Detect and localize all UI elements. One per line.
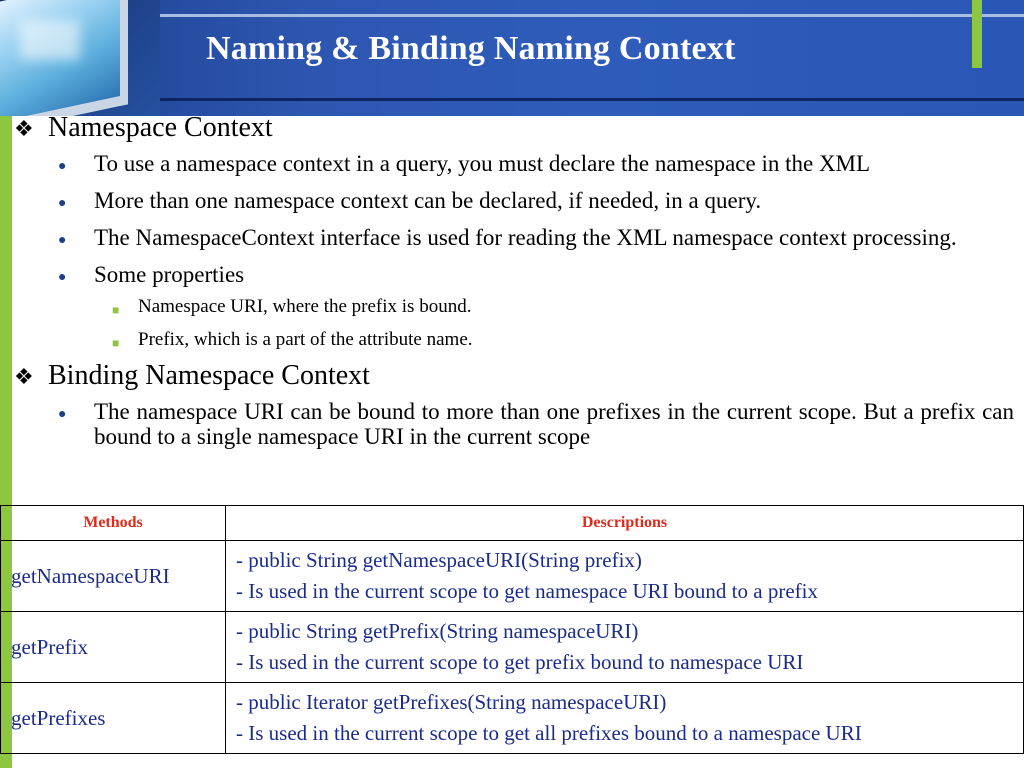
section-heading-text: Binding Namespace Context [48, 360, 370, 391]
slide-header: Naming & Binding Naming Context [0, 0, 1024, 116]
circle-bullet-icon: ● [58, 233, 67, 248]
table-row: getPrefixes - public Iterator getPrefixe… [0, 682, 1024, 754]
section-heading: ❖ Binding Namespace Context [14, 360, 1014, 393]
bullet-item: ● The NamespaceContext interface is used… [58, 225, 1014, 253]
bullet-item: ● The namespace URI can be bound to more… [58, 399, 1014, 449]
square-bullet-icon: ■ [112, 336, 120, 350]
bullet-text: The namespace URI can be bound to more t… [94, 399, 1014, 449]
sub-bullet-text: Prefix, which is a part of the attribute… [138, 329, 473, 350]
section-heading-text: Namespace Context [48, 112, 273, 143]
methods-table: Methods Descriptions getNamespaceURI - p… [0, 505, 1024, 754]
header-green-accent [972, 0, 982, 68]
slide-title: Naming & Binding Naming Context [206, 30, 736, 67]
method-cell: getPrefixes [0, 682, 226, 754]
circle-bullet-icon: ● [58, 270, 67, 285]
circle-bullet-icon: ● [58, 196, 67, 211]
description-cell: - public String getPrefix(String namespa… [225, 611, 1024, 683]
circle-bullet-icon: ● [58, 159, 67, 174]
table-row: getPrefix - public String getPrefix(Stri… [0, 611, 1024, 683]
bullet-item: ● To use a namespace context in a query,… [58, 151, 1014, 179]
description-signature: - public String getPrefix(String namespa… [236, 619, 639, 643]
header-methods: Methods [0, 505, 226, 541]
description-signature: - public Iterator getPrefixes(String nam… [236, 690, 667, 714]
bullet-item: ● More than one namespace context can be… [58, 188, 1014, 216]
screen-glow [20, 20, 80, 60]
description-cell: - public Iterator getPrefixes(String nam… [225, 682, 1024, 754]
description-cell: - public String getNamespaceURI(String p… [225, 540, 1024, 612]
method-cell: getNamespaceURI [0, 540, 226, 612]
circle-bullet-icon: ● [58, 407, 67, 422]
description-text: - Is used in the current scope to get na… [236, 579, 818, 603]
square-bullet-icon: ■ [112, 303, 120, 317]
bullet-text: The NamespaceContext interface is used f… [94, 225, 957, 250]
method-cell: getPrefix [0, 611, 226, 683]
description-text: - Is used in the current scope to get al… [236, 721, 862, 745]
table-header-row: Methods Descriptions [0, 505, 1024, 541]
header-top-rule [160, 14, 1024, 17]
section-heading: ❖ Namespace Context [14, 112, 1014, 145]
bullet-text: More than one namespace context can be d… [94, 188, 762, 213]
table-row: getNamespaceURI - public String getNames… [0, 540, 1024, 612]
computer-monitor-logo [0, 0, 160, 116]
diamond-bullet-icon: ❖ [14, 116, 34, 141]
bullet-text: To use a namespace context in a query, y… [94, 151, 871, 176]
sub-bullet-item: ■ Namespace URI, where the prefix is bou… [112, 296, 1014, 321]
sub-bullet-text: Namespace URI, where the prefix is bound… [138, 296, 472, 317]
header-descriptions: Descriptions [225, 505, 1024, 541]
header-bottom-rule [160, 98, 1024, 101]
sub-bullet-item: ■ Prefix, which is a part of the attribu… [112, 329, 1014, 354]
description-signature: - public String getNamespaceURI(String p… [236, 548, 642, 572]
bullet-text: Some properties [94, 262, 245, 287]
diamond-bullet-icon: ❖ [14, 364, 34, 389]
bullet-item: ● Some properties [58, 262, 1014, 290]
description-text: - Is used in the current scope to get pr… [236, 650, 804, 674]
slide-content: ❖ Namespace Context ● To use a namespace… [14, 112, 1014, 449]
